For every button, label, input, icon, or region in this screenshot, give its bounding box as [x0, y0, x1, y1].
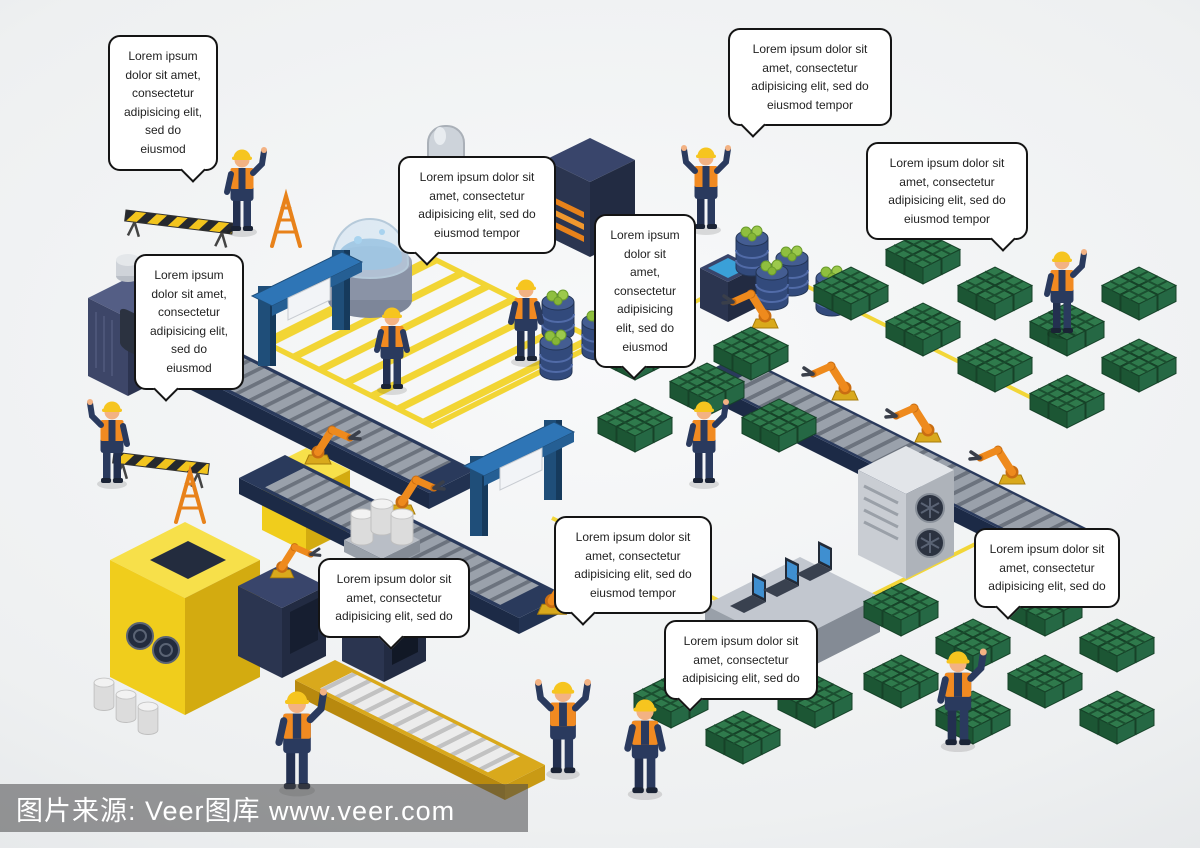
hvac-unit — [858, 446, 954, 579]
speech-bubble: Lorem ipsum dolor sit amet, consectetur … — [594, 214, 696, 369]
speech-bubble: Lorem ipsum dolor sit amet, consectetur … — [134, 254, 244, 390]
crate-field-top-right — [814, 231, 1176, 428]
ladder-icon — [270, 194, 302, 248]
speech-bubble: Lorem ipsum dolor sit amet, consectetur … — [728, 28, 892, 127]
speech-bubble: Lorem ipsum dolor sit amet, consectetur … — [866, 142, 1028, 241]
worker — [689, 399, 729, 489]
gate-2 — [462, 420, 576, 536]
speech-bubble: Lorem ipsum dolor sit amet, consectetur … — [974, 528, 1120, 608]
speech-bubble: Lorem ipsum dolor sit amet, consectetur … — [554, 516, 712, 615]
bubble-text: Lorem ipsum dolor sit amet, consectetur … — [610, 228, 680, 354]
worker — [87, 399, 127, 489]
speech-bubble: Lorem ipsum dolor sit amet, consectetur … — [318, 558, 470, 638]
watermark-bar: 图片来源: Veer图库 www.veer.com — [0, 784, 528, 832]
bubble-text: Lorem ipsum dolor sit amet, consectetur … — [682, 634, 800, 686]
speech-bubble: Lorem ipsum dolor sit amet, consectetur … — [664, 620, 818, 700]
worker — [279, 688, 327, 796]
hazard-barrier — [124, 209, 234, 248]
bubble-text: Lorem ipsum dolor sit amet, consectetur … — [149, 268, 229, 375]
navy-machine — [238, 543, 326, 678]
bubble-text: Lorem ipsum dolor sit amet, consectetur … — [988, 542, 1106, 594]
worker — [227, 147, 267, 237]
bubble-text: Lorem ipsum dolor sit amet, consectetur … — [888, 156, 1006, 226]
bubble-text: Lorem ipsum dolor sit amet, consectetur … — [418, 170, 536, 240]
bubble-text: Lorem ipsum dolor sit amet, consectetur … — [335, 572, 453, 624]
watermark-text: 图片来源: Veer图库 www.veer.com — [16, 795, 456, 826]
speech-bubble: Lorem ipsum dolor sit amet, consectetur … — [398, 156, 556, 255]
bubble-text: Lorem ipsum dolor sit amet, consectetur … — [751, 42, 869, 112]
conveyor-a — [179, 345, 475, 509]
gate-1 — [250, 250, 364, 366]
speech-bubble: Lorem ipsum dolor sit amet, consectetur … — [108, 35, 218, 171]
bubble-text: Lorem ipsum dolor sit amet, consectetur … — [574, 530, 692, 600]
bubble-text: Lorem ipsum dolor sit amet, consectetur … — [123, 49, 203, 156]
